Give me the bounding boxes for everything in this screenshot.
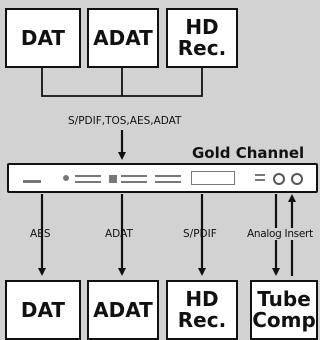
input-format-label: S/PDIF,TOS,AES,ADAT xyxy=(68,115,182,127)
unit-knob xyxy=(273,173,285,185)
unit-meter-line xyxy=(255,179,265,181)
unit-button xyxy=(109,175,117,183)
unit-knob xyxy=(291,173,303,185)
top-device-hd-rec: HD Rec. xyxy=(166,8,238,68)
unit-display xyxy=(191,171,235,185)
bottom-device-adat-label: ADAT xyxy=(93,297,153,322)
bottom-device-hd-rec: HD Rec. xyxy=(166,280,238,340)
unit-control-strip xyxy=(155,175,181,177)
top-device-dat-label: DAT xyxy=(20,25,66,50)
bottom-device-hd-rec-label: HD Rec. xyxy=(177,287,227,332)
bottom-device-tube-comp: Tube Comp xyxy=(250,280,318,340)
unit-control-strip xyxy=(75,181,101,183)
output-label-adat: ADAT xyxy=(105,228,133,240)
top-device-dat: DAT xyxy=(5,8,81,68)
output-label-aes: AES xyxy=(30,228,51,240)
bottom-device-dat-label: DAT xyxy=(20,297,66,322)
top-device-adat-label: ADAT xyxy=(93,25,153,50)
unit-control-strip xyxy=(121,175,147,177)
output-label-spdif: S/PDIF xyxy=(183,228,217,240)
gold-channel-unit xyxy=(7,163,318,193)
bottom-device-adat: ADAT xyxy=(87,280,159,340)
top-device-adat: ADAT xyxy=(87,8,159,68)
bottom-device-tube-comp-label: Tube Comp xyxy=(252,287,316,332)
unit-control-strip xyxy=(75,175,101,177)
bottom-device-dat: DAT xyxy=(5,280,81,340)
unit-meter-line xyxy=(255,174,265,176)
output-label-analog-insert: Analog Insert xyxy=(247,228,313,240)
unit-title: Gold Channel xyxy=(192,144,305,162)
input-bus-wires xyxy=(41,66,203,97)
top-device-hd-rec-label: HD Rec. xyxy=(177,15,227,60)
unit-control-strip xyxy=(121,181,147,183)
unit-slot xyxy=(23,180,41,183)
unit-control-strip xyxy=(155,181,181,183)
unit-led xyxy=(63,175,69,181)
